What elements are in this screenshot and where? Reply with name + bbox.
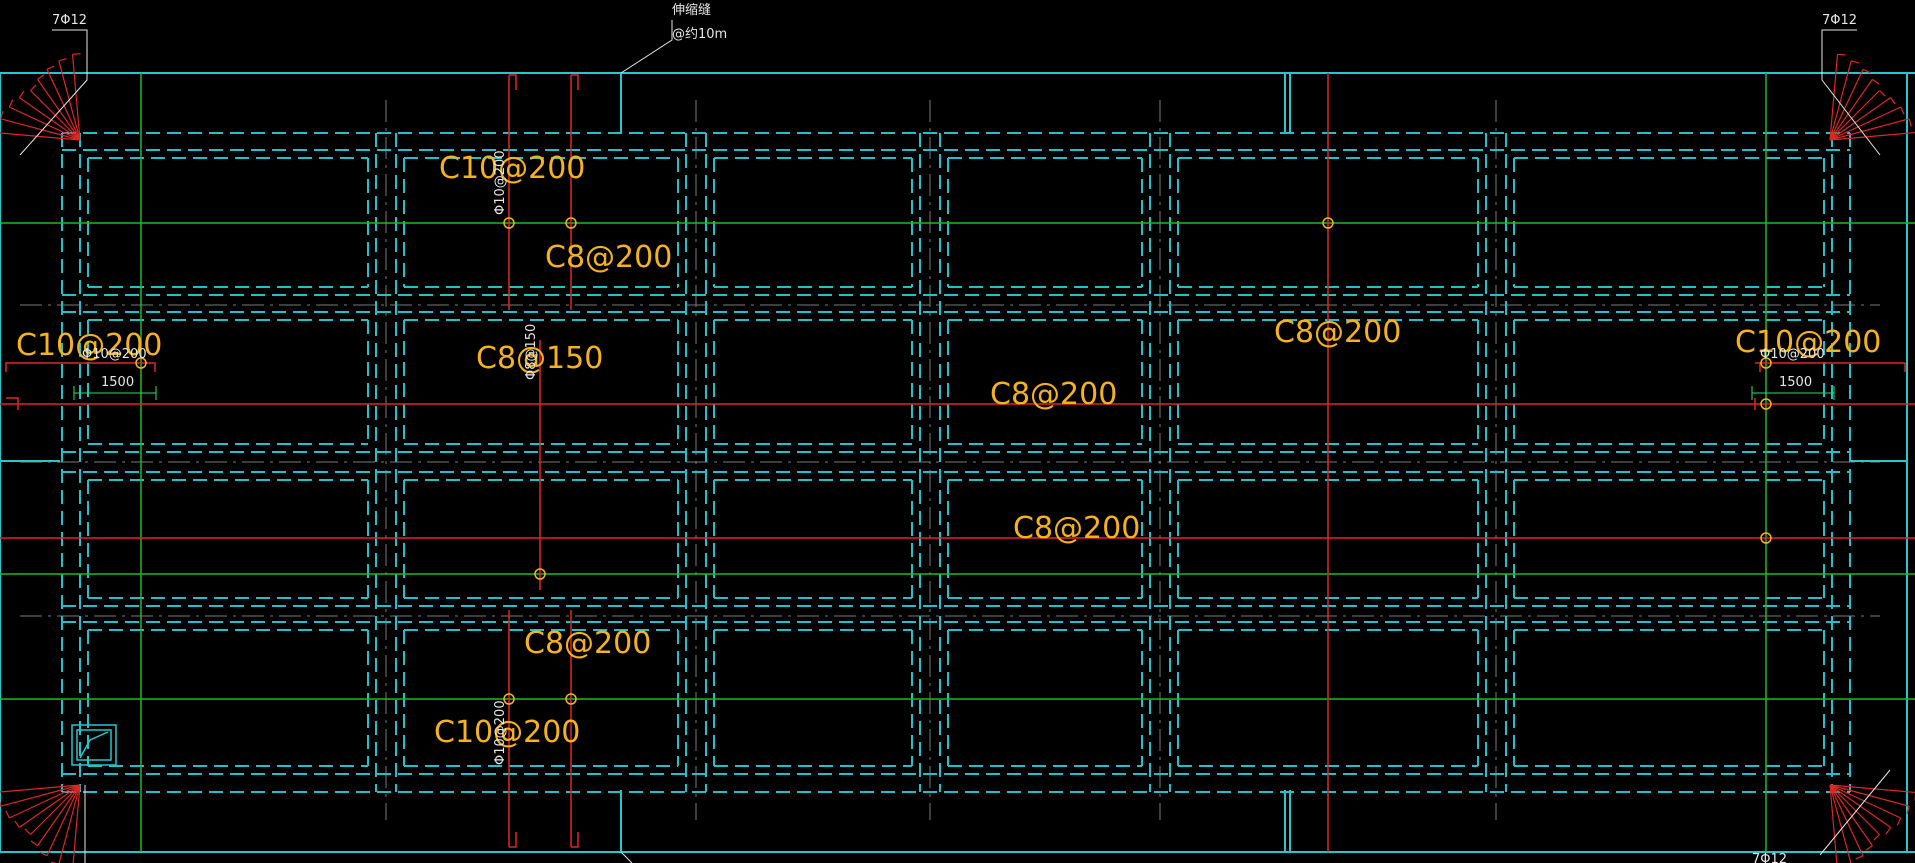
- fan-rebar: [1829, 784, 1873, 846]
- fan-rebar: [71, 54, 81, 141]
- fan-rebar-hook: [1862, 68, 1871, 74]
- fan-rebar: [19, 784, 81, 828]
- radial-rebar-fan-icon: [0, 53, 81, 141]
- fan-rebar-hook: [0, 110, 4, 119]
- dim-right: 1500: [1779, 375, 1812, 390]
- fan-rebar: [1829, 69, 1864, 141]
- label-c10-top: C10@200: [439, 151, 585, 186]
- joint-note-line2: @约10m: [672, 27, 727, 42]
- corner-note-tr: 7Φ12: [1822, 13, 1857, 28]
- fan-rebar: [1829, 784, 1838, 863]
- fan-rebar-hook: [1851, 60, 1860, 64]
- radial-rebar-fan-icon: [1829, 53, 1915, 141]
- fan-rebar-hook: [1879, 90, 1886, 97]
- fan-rebar-hook: [1855, 855, 1864, 860]
- column-box-icon[interactable]: [71, 724, 117, 766]
- label-c8-150: C8@150: [476, 341, 603, 376]
- fan-rebar: [9, 784, 81, 819]
- fan-rebar: [19, 97, 81, 141]
- joint-note-line1: 伸缩缝: [672, 2, 711, 18]
- fan-rebar: [46, 784, 81, 856]
- grid-axes: [20, 100, 1880, 820]
- beam-lines: [61, 132, 1851, 793]
- radial-rebar-fan-icon: [0, 784, 81, 863]
- fan-rebar: [1829, 97, 1891, 141]
- fan-rebar: [1829, 784, 1852, 863]
- fan-rebar-hook: [1873, 834, 1880, 841]
- label-c8-lower-left: C8@200: [524, 626, 651, 661]
- fan-rebar: [1829, 784, 1880, 835]
- fan-rebar-hook: [1896, 817, 1902, 826]
- fan-rebar-hook: [1900, 106, 1905, 115]
- label-c8-lower-center: C8@200: [1013, 511, 1140, 546]
- fan-rebar-hook: [1872, 78, 1880, 85]
- fan-rebar: [1829, 784, 1901, 819]
- fan-rebar: [1829, 60, 1852, 141]
- fan-rebar: [1829, 54, 1839, 141]
- vertical-note-top: Φ10@200: [493, 150, 508, 215]
- fan-rebar-hook: [18, 90, 25, 98]
- fan-rebar: [37, 784, 81, 846]
- fan-rebar-hook: [1890, 97, 1896, 105]
- fan-rebar: [1829, 106, 1901, 141]
- fan-rebar: [0, 784, 81, 807]
- vertical-note-mid: Φ8@150: [524, 324, 539, 380]
- label-c8-top: C8@200: [545, 240, 672, 275]
- corner-note-br: 7Φ12: [1752, 852, 1787, 863]
- rebar-note-right: Φ10@200: [1760, 347, 1825, 362]
- fan-rebar: [1829, 784, 1915, 794]
- fan-rebar: [1829, 784, 1910, 807]
- fan-rebar-hook: [1908, 118, 1912, 127]
- fan-rebar-hook: [39, 851, 48, 857]
- fan-rebar: [72, 784, 81, 863]
- fan-rebar-hook: [37, 74, 45, 80]
- dimension-lines: [73, 386, 1835, 400]
- fan-rebar: [1829, 79, 1873, 141]
- label-c8-center: C8@200: [990, 377, 1117, 412]
- dim-left: 1500: [101, 375, 134, 390]
- fan-rebar-hook: [14, 820, 20, 828]
- fan-rebar: [46, 69, 81, 141]
- red-rebar-lines: [0, 73, 1915, 852]
- label-c10-left: C10@200: [16, 328, 162, 363]
- fan-rebar: [58, 784, 81, 863]
- fan-rebar-hook: [72, 53, 81, 55]
- fan-rebar-hook: [46, 65, 55, 70]
- green-rebar-lines: [0, 73, 1915, 852]
- leader-lines: [19, 20, 1891, 863]
- fan-rebar-hook: [24, 828, 31, 835]
- label-c8-mid-right: C8@200: [1274, 315, 1401, 350]
- fan-rebar-hook: [50, 861, 57, 863]
- fan-rebar-hook: [30, 84, 37, 91]
- corner-note-tl: 7Φ12: [52, 13, 87, 28]
- fan-rebar: [0, 118, 81, 141]
- fan-rebar-hook: [5, 810, 10, 819]
- fan-rebar-hook: [1906, 806, 1910, 815]
- rebar-node-markers: [135, 217, 1772, 705]
- fan-rebar: [9, 106, 81, 141]
- fan-rebar-hook: [30, 840, 38, 847]
- rebar-note-left: Φ10@200: [82, 347, 147, 362]
- fan-rebar: [30, 784, 81, 835]
- fan-rebar-hook: [58, 58, 67, 62]
- fan-rebar: [1829, 90, 1880, 141]
- slab-outline: [0, 72, 1915, 853]
- fan-rebar: [1829, 118, 1910, 141]
- fan-rebar-hook: [1885, 827, 1892, 835]
- fan-rebar: [0, 784, 81, 793]
- fan-rebar-hook: [1865, 845, 1873, 851]
- fan-rebar-hook: [8, 99, 14, 108]
- fan-rebar-hook: [1837, 53, 1846, 56]
- fan-rebar-hook: [0, 800, 2, 807]
- fan-rebar: [37, 79, 81, 141]
- fan-rebar: [1829, 131, 1915, 141]
- label-c10-bottom: C10@200: [434, 715, 580, 750]
- fan-rebar: [1829, 784, 1864, 856]
- label-c10-right: C10@200: [1735, 325, 1881, 360]
- vertical-note-bottom: Φ10@200: [493, 700, 508, 765]
